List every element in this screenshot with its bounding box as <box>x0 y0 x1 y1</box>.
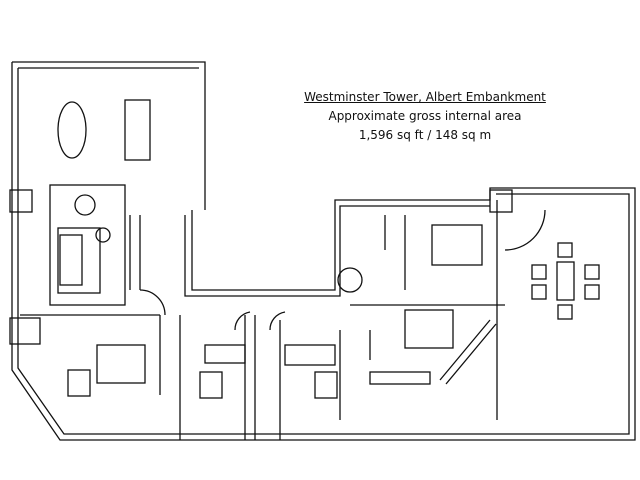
bed <box>96 344 146 384</box>
chair <box>584 284 600 300</box>
property-title: Westminster Tower, Albert Embankment <box>304 90 546 104</box>
column <box>9 189 33 213</box>
dining-table-right <box>556 261 575 301</box>
kitchen-island <box>124 99 151 161</box>
door-swing <box>234 311 251 331</box>
column <box>489 189 513 213</box>
chair <box>531 264 547 280</box>
balcony-diagonal <box>439 319 497 385</box>
shower <box>284 344 336 366</box>
chair <box>531 284 547 300</box>
dining-table <box>57 101 87 159</box>
plant <box>74 194 96 216</box>
internal-wall <box>20 200 505 440</box>
bed <box>431 224 483 266</box>
spiral-element <box>337 267 363 293</box>
door-swing <box>269 311 286 331</box>
column <box>314 371 338 399</box>
chair <box>557 304 573 320</box>
coffee-table <box>59 234 83 286</box>
bathtub <box>204 344 246 364</box>
wardrobe <box>369 371 431 385</box>
plant <box>95 227 111 243</box>
chair <box>557 242 573 258</box>
column <box>67 369 91 397</box>
column <box>199 371 223 399</box>
column <box>9 317 41 345</box>
area-value: 1,596 sq ft / 148 sq m <box>358 128 492 142</box>
chair <box>584 264 600 280</box>
door-swing <box>504 209 546 251</box>
outer-wall-inner <box>17 67 630 435</box>
area-caption: Approximate gross internal area <box>328 109 522 123</box>
door-swing <box>139 289 166 316</box>
sofa <box>57 227 101 294</box>
rug <box>49 184 126 306</box>
outer-wall <box>11 61 636 441</box>
bed <box>404 309 454 349</box>
